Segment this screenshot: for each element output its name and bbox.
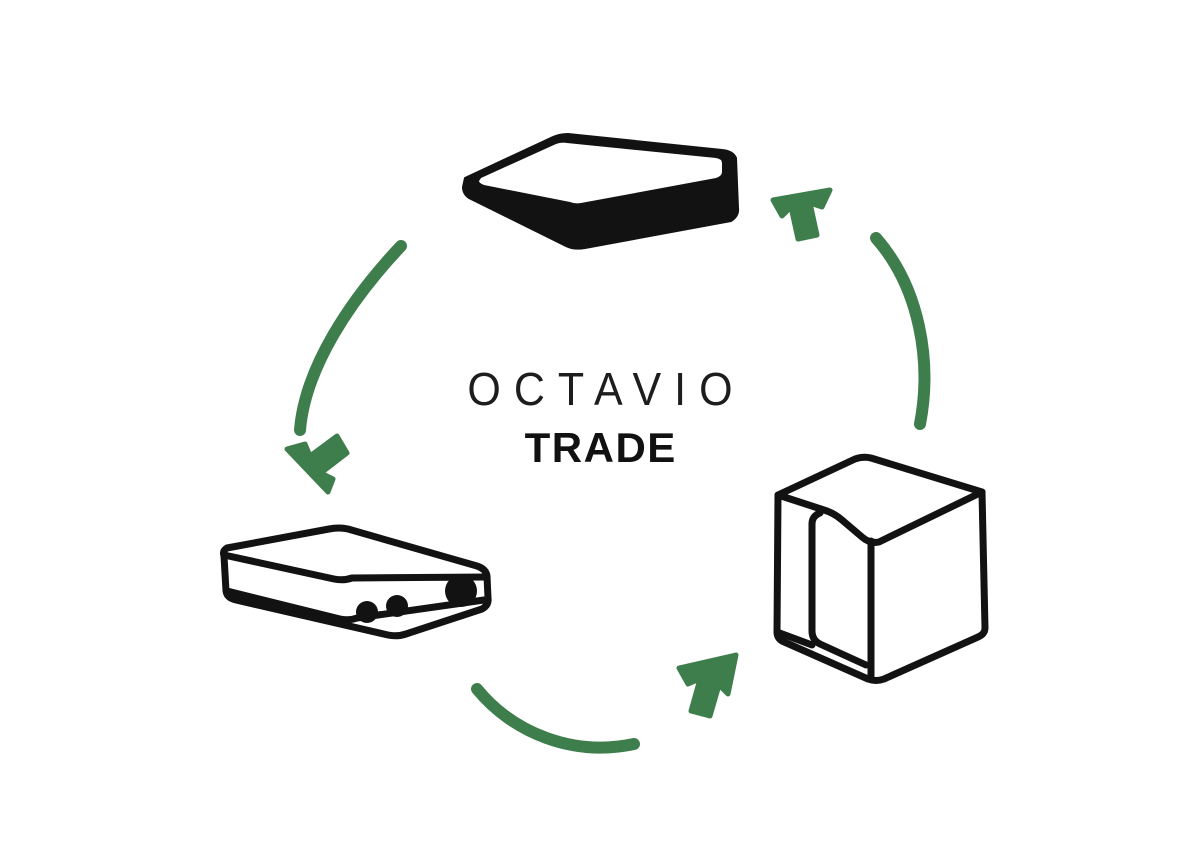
arrow-right-to-top: [770, 187, 931, 430]
arrow-top-to-left-head: [284, 433, 350, 495]
cube-front-panel-left-edge: [808, 509, 870, 669]
set-top-box-port-small-1: [356, 601, 378, 623]
arrow-right-to-top-head: [770, 187, 833, 242]
cube-box-device: [773, 453, 989, 684]
cube-left-side-bottom-edge: [773, 628, 816, 649]
cube-top-face-edge: [774, 488, 986, 546]
arrow-left-to-right: [471, 652, 739, 754]
set-top-box-top-seam: [220, 551, 491, 584]
set-top-box-port-large: [445, 575, 477, 607]
set-top-box-port-small-2: [386, 595, 408, 617]
arrow-left-to-right-shaft: [471, 683, 640, 754]
arrow-top-to-left: [284, 240, 407, 495]
set-top-box-front-seam: [223, 587, 488, 624]
set-top-box-device: [219, 524, 492, 640]
arrow-left-to-right-head: [676, 652, 739, 719]
arrow-right-to-top-shaft: [870, 232, 931, 430]
arrow-top-to-left-shaft: [294, 240, 407, 436]
flat-black-box-device: [462, 133, 740, 250]
black-box-top-face: [479, 142, 722, 204]
